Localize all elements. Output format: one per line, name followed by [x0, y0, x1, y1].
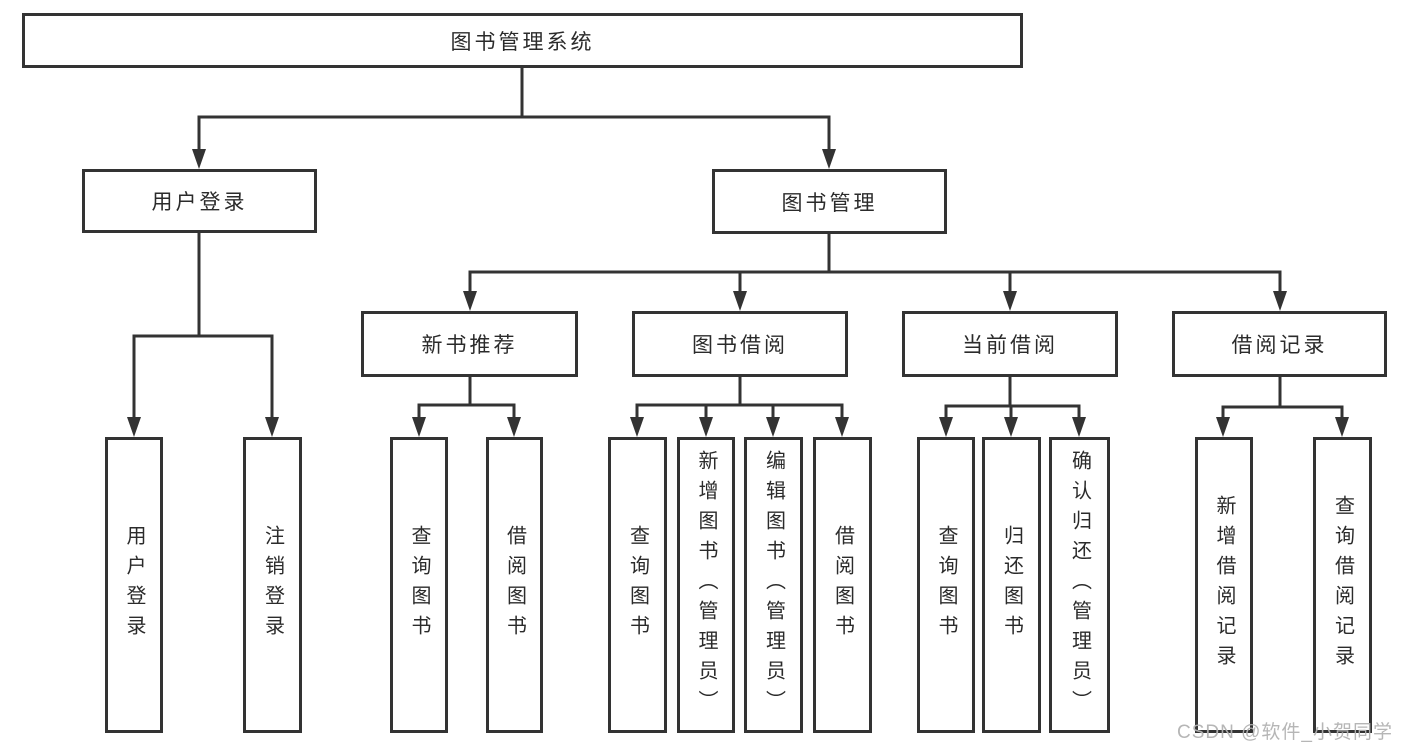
node-book-management: 图书管理 [712, 169, 947, 234]
leaf-return-books: 归还图书 [982, 437, 1041, 733]
leaf-add-book-admin: 新增图书（管理员） [677, 437, 735, 733]
leaf-borrow-books-recommend: 借阅图书 [486, 437, 543, 733]
node-borrowing-records: 借阅记录 [1172, 311, 1387, 377]
leaf-borrow-books-borrowing: 借阅图书 [813, 437, 872, 733]
leaf-edit-book-admin: 编辑图书（管理员） [744, 437, 803, 733]
leaf-confirm-return-admin: 确认归还（管理员） [1049, 437, 1110, 733]
leaf-query-books-current: 查询图书 [917, 437, 975, 733]
leaf-logout: 注销登录 [243, 437, 302, 733]
leaf-user-login: 用户登录 [105, 437, 163, 733]
leaf-add-borrow-record: 新增借阅记录 [1195, 437, 1253, 733]
node-book-borrowing: 图书借阅 [632, 311, 848, 377]
node-library-management-system: 图书管理系统 [22, 13, 1023, 68]
leaf-query-books-recommend: 查询图书 [390, 437, 448, 733]
node-new-book-recommendation: 新书推荐 [361, 311, 578, 377]
node-current-borrowing: 当前借阅 [902, 311, 1118, 377]
node-user-login: 用户登录 [82, 169, 317, 233]
leaf-query-borrow-record: 查询借阅记录 [1313, 437, 1372, 733]
leaf-query-books-borrowing: 查询图书 [608, 437, 667, 733]
arrowhead-icons [127, 149, 1349, 437]
csdn-watermark: CSDN @软件_小贺同学 [1177, 722, 1393, 743]
